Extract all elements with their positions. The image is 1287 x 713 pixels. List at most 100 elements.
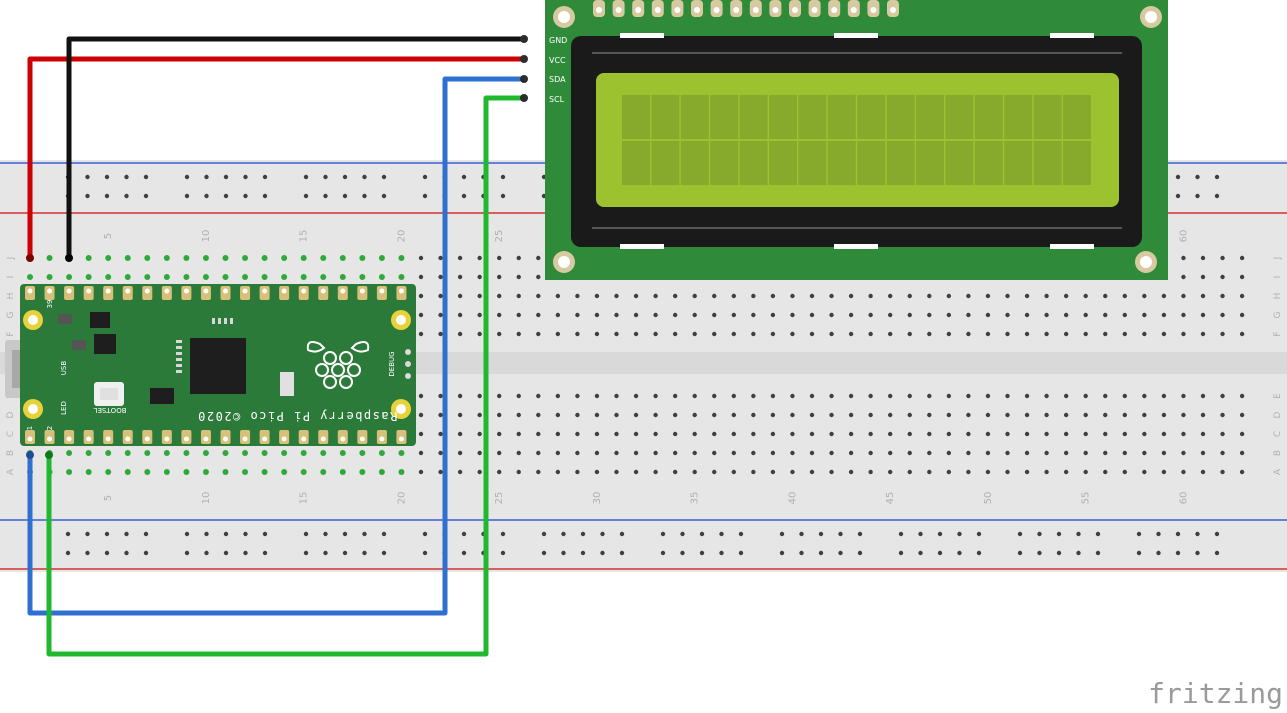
lcd-cell (710, 95, 739, 139)
rail-hole (85, 174, 90, 180)
rail-hole (124, 193, 129, 199)
raspberry-logo-icon (306, 341, 370, 389)
breadboard-hole (1161, 450, 1167, 456)
usb-label: USB (60, 361, 68, 376)
breadboard-hole (966, 469, 971, 475)
breadboard-hole (497, 431, 502, 437)
rail-hole (1214, 193, 1220, 199)
breadboard-hole (888, 431, 893, 437)
breadboard-hole (809, 431, 815, 437)
breadboard-hole (457, 431, 463, 437)
breadboard-hole (888, 469, 893, 475)
breadboard-hole (731, 450, 736, 456)
column-number: 5 (103, 495, 114, 501)
breadboard-hole (1005, 469, 1010, 475)
lcd-cell (651, 141, 680, 185)
connected-hole (222, 469, 229, 475)
rail-hole (104, 550, 110, 556)
breadboard-hole (1044, 312, 1049, 318)
breadboard-hole (1200, 431, 1206, 437)
connected-hole (242, 274, 249, 280)
connected-hole (359, 450, 366, 456)
row-letter: I (1273, 276, 1283, 279)
breadboard-hole (633, 412, 639, 418)
breadboard-hole (731, 469, 736, 475)
breadboard-hole (868, 469, 873, 475)
breadboard-hole (868, 393, 873, 399)
breadboard-hole (848, 293, 854, 299)
row-letter: F (6, 331, 16, 336)
lcd-cell (827, 141, 856, 185)
rail-hole (580, 550, 586, 556)
connected-hole (378, 274, 385, 280)
pico-castellated-pads (25, 286, 407, 444)
lcd-cell (1033, 95, 1062, 139)
lcd-screen (596, 73, 1119, 207)
breadboard-hole (418, 431, 424, 437)
breadboard-hole (516, 469, 521, 475)
breadboard-hole (614, 293, 619, 299)
connected-hole (85, 450, 92, 456)
rail-hole (143, 531, 149, 537)
breadboard-hole (946, 331, 952, 337)
breadboard-hole (1024, 431, 1030, 437)
breadboard-hole (614, 450, 619, 456)
lcd-cell (798, 95, 827, 139)
column-number: 60 (1178, 230, 1189, 243)
breadboard-hole (907, 469, 912, 475)
breadboard-hole (712, 450, 717, 456)
row-letter: C (6, 431, 16, 437)
connected-hole (124, 255, 131, 261)
breadboard-hole (438, 255, 443, 261)
breadboard-hole (1024, 312, 1030, 318)
breadboard-hole (829, 331, 834, 337)
connected-hole (202, 469, 209, 475)
rail-hole (204, 193, 209, 199)
breadboard-hole (692, 331, 697, 337)
breadboard-hole (1063, 412, 1069, 418)
breadboard-hole (1220, 393, 1225, 399)
connected-hole (300, 274, 307, 280)
rail-hole (1214, 550, 1220, 556)
breadboard-hole (594, 412, 600, 418)
breadboard-hole (438, 412, 443, 418)
breadboard-hole (790, 412, 795, 418)
rail-hole (1175, 550, 1181, 556)
breadboard-hole (927, 431, 932, 437)
breadboard-hole (1142, 312, 1147, 318)
breadboard-hole (457, 274, 463, 280)
breadboard-hole (1220, 312, 1225, 318)
connected-hole (242, 450, 249, 456)
breadboard-hole (907, 312, 912, 318)
rail-hole (738, 531, 744, 537)
rail-hole (738, 550, 744, 556)
rail-hole (184, 550, 190, 556)
connected-hole (339, 469, 346, 475)
breadboard-hole (907, 293, 912, 299)
rail-hole (818, 550, 824, 556)
breadboard-hole (653, 393, 658, 399)
breadboard-hole (438, 469, 443, 475)
breadboard-hole (1083, 412, 1088, 418)
breadboard-hole (927, 450, 932, 456)
breadboard-hole (985, 412, 991, 418)
breadboard-hole (1063, 450, 1069, 456)
rail-hole (1175, 174, 1181, 180)
breadboard-hole (1142, 469, 1147, 475)
connected-hole (163, 450, 170, 456)
lcd-pin-labels: GND VCC SDA SCL (549, 36, 567, 104)
breadboard-hole (790, 450, 795, 456)
breadboard-hole (575, 312, 580, 318)
breadboard-hole (809, 450, 815, 456)
breadboard-hole (1083, 469, 1088, 475)
breadboard-hole (1044, 469, 1049, 475)
lcd-module: GND VCC SDA SCL (545, 0, 1168, 280)
breadboard-hole (1239, 255, 1245, 261)
breadboard-hole (497, 255, 502, 261)
rail-hole (680, 531, 685, 537)
connected-hole (339, 450, 346, 456)
rp2040-chip (190, 338, 246, 394)
breadboard-hole (457, 331, 463, 337)
breadboard-hole (438, 293, 443, 299)
column-number: 15 (299, 492, 310, 505)
